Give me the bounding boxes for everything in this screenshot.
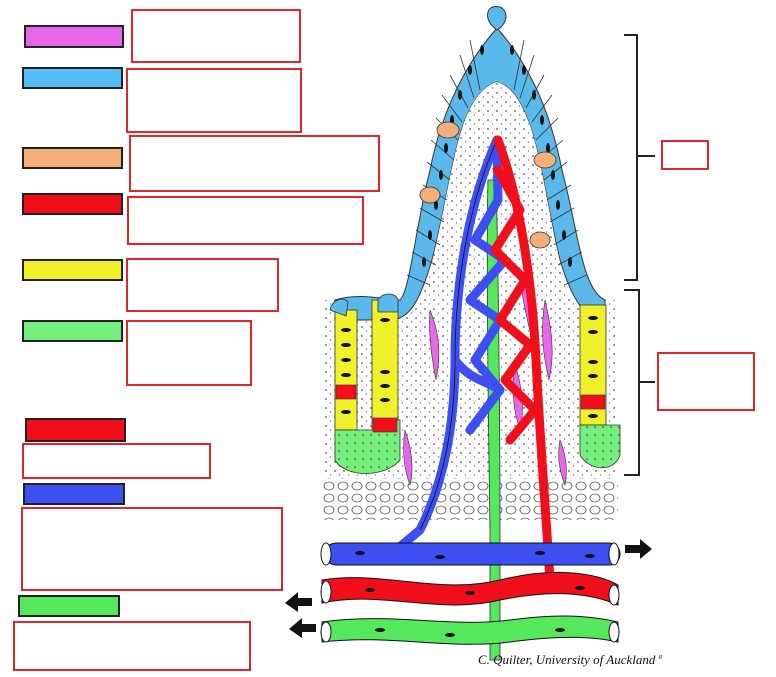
credit-mark: a (658, 652, 663, 661)
credit-text: C. Quilter, University of Auckland (478, 652, 656, 667)
vein-outline (419, 139, 498, 531)
legend-swatch-vein (23, 483, 125, 505)
answer-box-4[interactable] (127, 196, 364, 245)
legend-swatch-epithelium (22, 67, 123, 89)
answer-box-villus[interactable] (661, 140, 709, 170)
answer-box-7[interactable] (22, 443, 211, 479)
answer-box-8[interactable] (21, 507, 283, 591)
arrow-right-icon (625, 539, 652, 559)
answer-box-3[interactable] (129, 135, 380, 192)
legend-swatch-artery (25, 418, 126, 442)
brush-border-tip (487, 6, 507, 31)
legend-swatch-crypt-cell (22, 259, 123, 281)
arrow-left-icon (285, 592, 312, 612)
villus-bracket (624, 34, 638, 281)
image-credit: C. Quilter, University of Auckland a (478, 652, 662, 668)
villus-bracket-tick (637, 155, 655, 157)
answer-box-9[interactable] (13, 621, 251, 671)
arrow-left-icon-2 (289, 618, 316, 638)
left-crypt (329, 293, 401, 474)
submucosa-layer (322, 478, 618, 520)
answer-box-1[interactable] (131, 9, 301, 63)
bottom-vessels (320, 542, 621, 645)
legend-swatch-stem-cell (22, 320, 123, 342)
epithelium-nuclei (422, 45, 572, 267)
legend-swatch-lacteal (18, 595, 120, 617)
legend-swatch-paneth-cell (22, 193, 123, 215)
answer-box-6[interactable] (126, 320, 252, 386)
artery-network (490, 135, 555, 585)
legend-swatch-smooth-muscle (24, 25, 124, 48)
legend-swatch-goblet-cell (22, 147, 123, 169)
answer-box-5[interactable] (126, 258, 279, 312)
crypt-bracket-tick (639, 381, 655, 383)
right-crypt (579, 304, 621, 469)
answer-box-2[interactable] (126, 68, 302, 133)
answer-box-crypt[interactable] (657, 352, 755, 411)
